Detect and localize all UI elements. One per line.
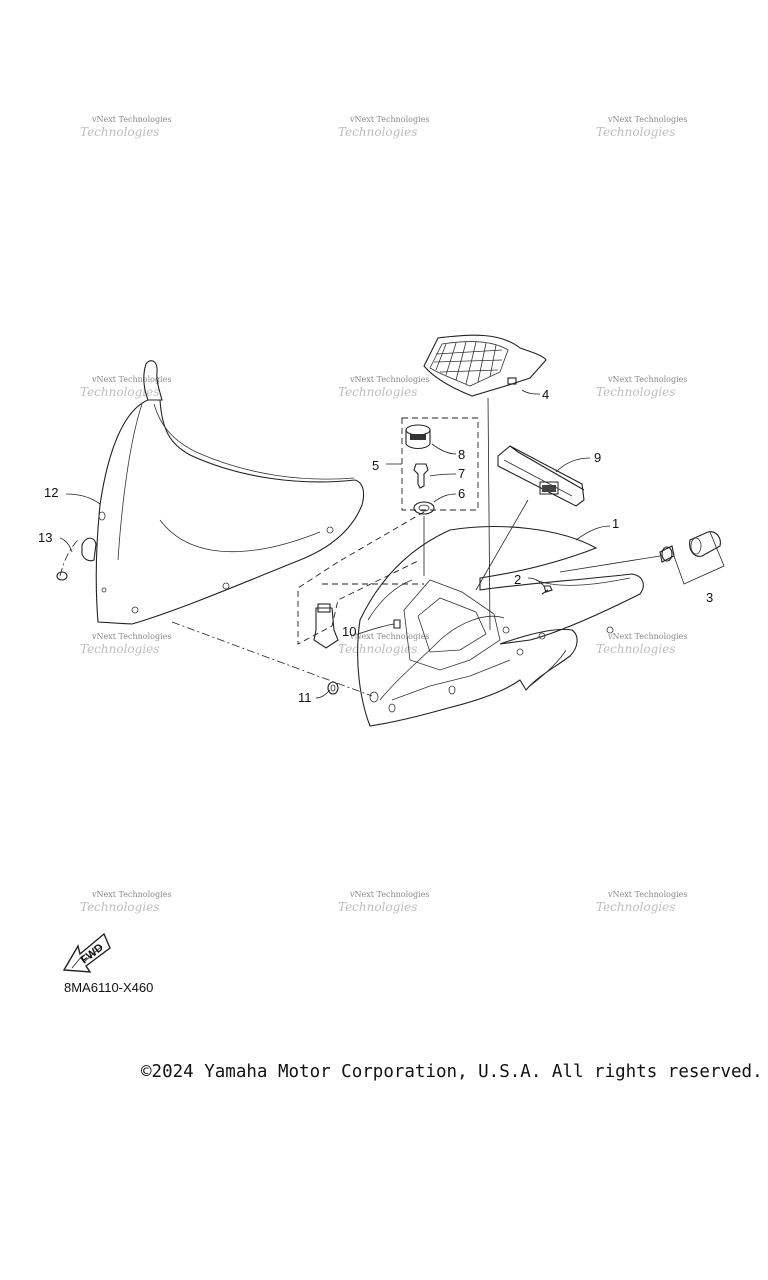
svg-text:Technologies: Technologies xyxy=(80,900,159,914)
callout-labels: 1 2 3 4 5 6 7 8 9 10 11 12 13 xyxy=(38,387,713,705)
key-part-7 xyxy=(413,463,429,489)
callout-11: 11 xyxy=(298,690,312,705)
svg-text:Technologies: Technologies xyxy=(596,125,675,139)
svg-text:vNext Technologies: vNext Technologies xyxy=(91,890,171,899)
callout-8: 8 xyxy=(458,447,465,462)
svg-text:vNext Technologies: vNext Technologies xyxy=(349,375,429,384)
assembly-group-5 xyxy=(386,417,479,515)
callout-10: 10 xyxy=(342,624,356,639)
svg-text:Technologies: Technologies xyxy=(596,385,675,399)
callout-5: 5 xyxy=(372,458,379,473)
svg-text:vNext Technologies: vNext Technologies xyxy=(349,115,429,124)
screw-part-2 xyxy=(527,577,553,595)
svg-text:vNext Technologies: vNext Technologies xyxy=(349,890,429,899)
screw-part-10 xyxy=(357,619,401,635)
svg-text:Technologies: Technologies xyxy=(596,900,675,914)
svg-text:Technologies: Technologies xyxy=(80,385,159,399)
clip-part-13 xyxy=(56,537,97,581)
callout-12: 12 xyxy=(44,485,58,500)
diagram-code: 8MA6110-X460 xyxy=(64,980,154,995)
svg-text:vNext Technologies: vNext Technologies xyxy=(91,632,171,641)
copyright-notice: ©2024 Yamaha Motor Corporation, U.S.A. A… xyxy=(141,1062,763,1082)
control-unit-part-9 xyxy=(497,445,591,507)
mesh-tray-part-4 xyxy=(423,334,547,397)
callout-2: 2 xyxy=(514,572,521,587)
svg-text:vNext Technologies: vNext Technologies xyxy=(607,375,687,384)
svg-text:Technologies: Technologies xyxy=(80,642,159,656)
socket-part-3 xyxy=(659,531,725,585)
callout-9: 9 xyxy=(594,450,601,465)
svg-text:Technologies: Technologies xyxy=(338,642,417,656)
front-cowl-part-1 xyxy=(357,525,644,727)
switch-part xyxy=(313,603,401,649)
windshield-part-12 xyxy=(95,360,365,625)
callout-4: 4 xyxy=(542,387,549,402)
svg-text:vNext Technologies: vNext Technologies xyxy=(607,115,687,124)
svg-text:vNext Technologies: vNext Technologies xyxy=(349,632,429,641)
svg-text:Technologies: Technologies xyxy=(80,125,159,139)
mesh-pattern xyxy=(433,341,503,385)
assembly-lines xyxy=(59,397,661,697)
svg-text:vNext Technologies: vNext Technologies xyxy=(607,632,687,641)
svg-text:Technologies: Technologies xyxy=(596,642,675,656)
cap-part-8 xyxy=(405,424,431,450)
svg-text:vNext Technologies: vNext Technologies xyxy=(607,890,687,899)
callout-6: 6 xyxy=(458,486,465,501)
svg-text:vNext Technologies: vNext Technologies xyxy=(91,115,171,124)
nut-part-6 xyxy=(413,501,435,515)
svg-text:Technologies: Technologies xyxy=(338,900,417,914)
callout-3: 3 xyxy=(706,590,713,605)
callout-13: 13 xyxy=(38,530,52,545)
svg-text:vNext Technologies: vNext Technologies xyxy=(91,375,171,384)
svg-text:Technologies: Technologies xyxy=(338,125,417,139)
fwd-arrow-icon: FWD xyxy=(62,932,111,973)
grommet-part-11 xyxy=(315,681,339,699)
callout-1: 1 xyxy=(612,516,619,531)
callout-7: 7 xyxy=(458,466,465,481)
svg-text:Technologies: Technologies xyxy=(338,385,417,399)
